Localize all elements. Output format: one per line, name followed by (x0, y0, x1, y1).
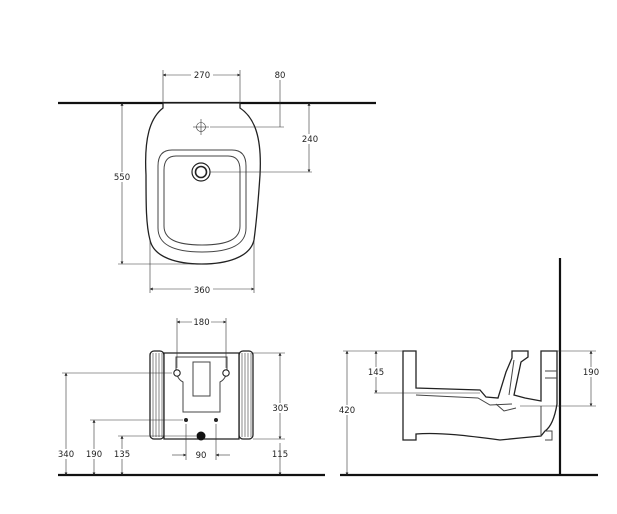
dim-90-label: 90 (196, 451, 207, 461)
rear-view-ribs (152, 353, 252, 437)
side-view-bidet-profile (402, 350, 558, 441)
fixing-hole-right (222, 369, 230, 377)
water-inlet-left (184, 418, 188, 422)
top-view-bowl-outer (157, 149, 247, 253)
dim-180-label: 180 (193, 318, 209, 328)
dim-80-label: 80 (275, 71, 286, 81)
waste-outlet (196, 431, 206, 441)
tap-hole-crosshair (193, 119, 209, 135)
dim-side-190-label: 190 (583, 368, 599, 378)
top-view: 270 80 240 550 360 (58, 70, 376, 296)
dim-145-label: 145 (368, 368, 384, 378)
fixing-hole-left (173, 369, 181, 377)
dim-115-label: 115 (272, 450, 288, 460)
water-inlet-right (214, 418, 218, 422)
drain-hole (191, 162, 211, 182)
dim-340-label: 340 (58, 450, 74, 460)
dim-240-label: 240 (302, 135, 318, 145)
dim-420-label: 420 (339, 406, 355, 416)
dim-305-label: 305 (272, 404, 288, 414)
rear-view: 180 305 115 340 190 135 90 (56, 317, 325, 477)
dim-550-label: 550 (114, 173, 130, 183)
dim-190-label: 190 (86, 450, 102, 460)
top-view-bidet-outline (144, 102, 261, 265)
top-view-bowl-inner (163, 155, 241, 246)
dim-135-label: 135 (114, 450, 130, 460)
dim-360-label: 360 (194, 286, 210, 296)
dim-270-label: 270 (194, 71, 210, 81)
side-view: 420 145 190 (337, 258, 601, 477)
